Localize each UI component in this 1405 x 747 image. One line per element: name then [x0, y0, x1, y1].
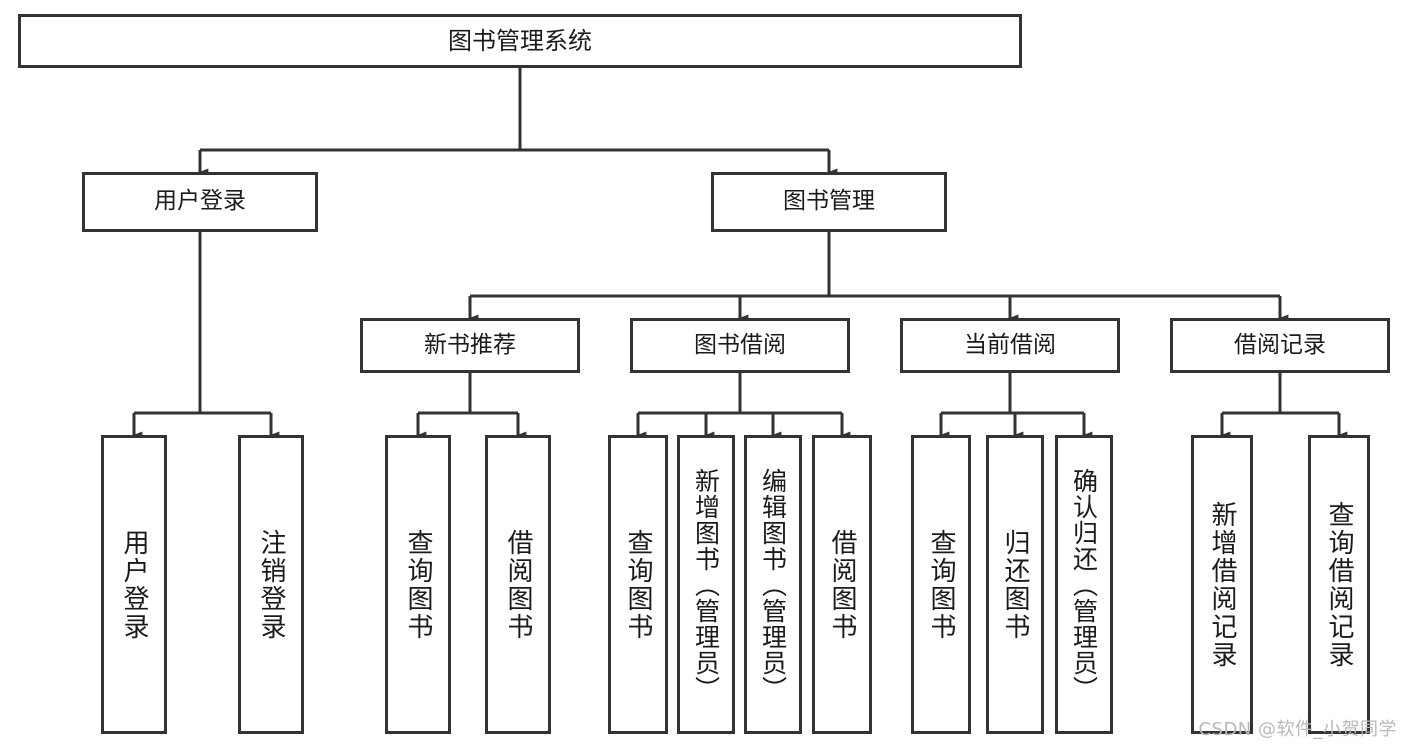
node-label: 借阅记录 — [1234, 331, 1326, 358]
node-book-manage[interactable]: 图书管理 — [711, 172, 947, 232]
node-root[interactable]: 图书管理系统 — [18, 14, 1022, 68]
node-label: 借阅图书 — [503, 528, 533, 641]
leaf-current-return-book[interactable]: 归还图书 — [986, 435, 1044, 734]
leaf-record-query-borrow-record[interactable]: 查询借阅记录 — [1308, 435, 1370, 734]
node-label: 当前借阅 — [964, 331, 1056, 358]
leaf-recommend-query-book[interactable]: 查询图书 — [385, 435, 451, 734]
node-label: 归还图书 — [1000, 528, 1030, 641]
leaf-current-confirm-return-admin[interactable]: 确认归还（管理员） — [1055, 435, 1113, 734]
leaf-user-logout[interactable]: 注销登录 — [238, 435, 304, 734]
leaf-recommend-borrow-book[interactable]: 借阅图书 — [485, 435, 551, 734]
leaf-borrow-query-book[interactable]: 查询图书 — [608, 435, 668, 734]
node-label: 确认归还（管理员） — [1069, 467, 1099, 702]
leaf-borrow-add-book-admin[interactable]: 新增图书（管理员） — [677, 435, 735, 734]
node-label: 查询借阅记录 — [1324, 500, 1354, 669]
node-label: 查询图书 — [623, 528, 653, 641]
node-new-book-recommend[interactable]: 新书推荐 — [360, 318, 580, 373]
node-book-borrow[interactable]: 图书借阅 — [630, 318, 850, 373]
leaf-borrow-borrow-book[interactable]: 借阅图书 — [812, 435, 872, 734]
leaf-record-add-borrow-record[interactable]: 新增借阅记录 — [1191, 435, 1253, 734]
leaf-current-query-book[interactable]: 查询图书 — [911, 435, 971, 734]
node-label: 图书管理 — [783, 188, 875, 215]
node-label: 查询图书 — [403, 528, 433, 641]
node-label: 新书推荐 — [424, 331, 516, 358]
node-label: 图书管理系统 — [448, 26, 592, 55]
node-label: 注销登录 — [256, 528, 286, 641]
node-label: 查询图书 — [926, 528, 956, 641]
node-label: 新增图书（管理员） — [691, 467, 721, 702]
node-label: 编辑图书（管理员） — [758, 467, 788, 702]
node-borrow-record[interactable]: 借阅记录 — [1170, 318, 1390, 373]
node-user-login[interactable]: 用户登录 — [82, 172, 318, 232]
leaf-user-login[interactable]: 用户登录 — [101, 435, 167, 734]
node-label: 用户登录 — [119, 528, 149, 641]
leaf-borrow-edit-book-admin[interactable]: 编辑图书（管理员） — [744, 435, 802, 734]
node-label: 图书借阅 — [694, 331, 786, 358]
node-current-borrow[interactable]: 当前借阅 — [900, 318, 1120, 373]
node-label: 新增借阅记录 — [1207, 500, 1237, 669]
node-label: 用户登录 — [154, 188, 246, 215]
node-label: 借阅图书 — [827, 528, 857, 641]
